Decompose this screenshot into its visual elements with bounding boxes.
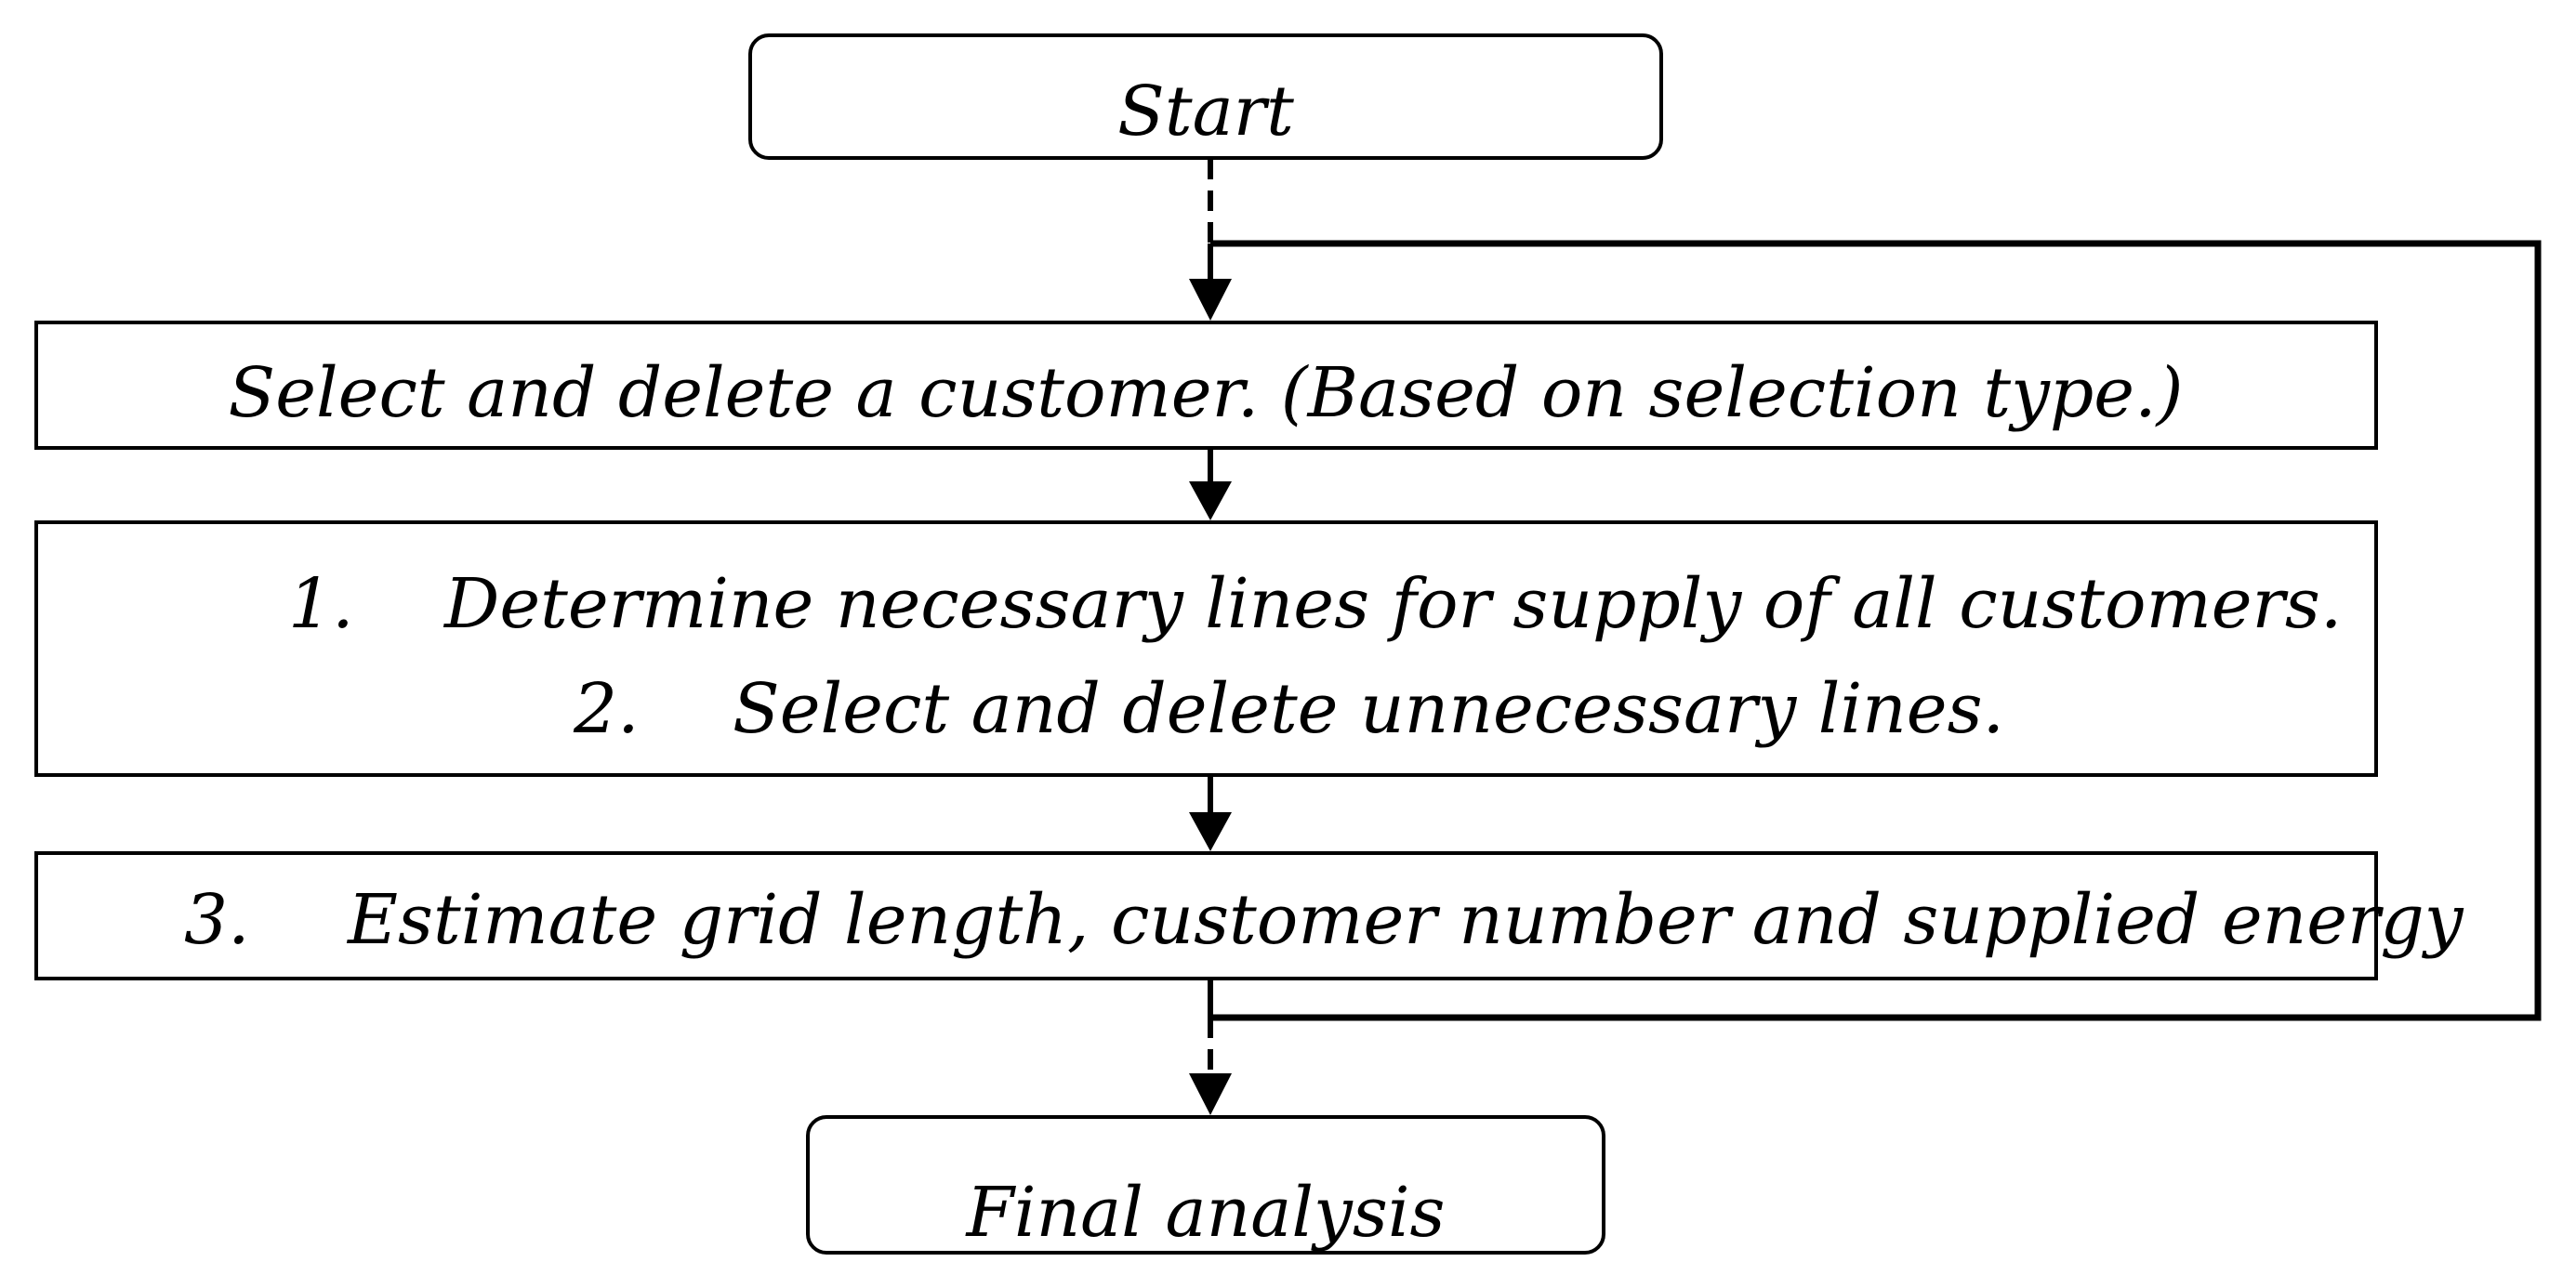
step-2-text: Select and delete unnecessary lines.	[733, 669, 2005, 749]
start-node	[748, 33, 1663, 160]
arrowhead-to-select	[1189, 279, 1232, 321]
arrowhead-to-final	[1189, 1073, 1232, 1115]
final-node	[806, 1115, 1605, 1255]
final-label: Final analysis	[966, 1173, 1446, 1253]
step-2-number: 2.	[574, 669, 640, 749]
estimate-node	[34, 851, 2378, 980]
loop-back-connector	[1210, 240, 2542, 1021]
step-1-number: 1.	[288, 564, 354, 644]
steps-node	[34, 520, 2378, 777]
select-customer-node	[34, 321, 2378, 450]
select-customer-label: Select and delete a customer. (Based on …	[228, 353, 2184, 433]
arrowhead-to-steps	[1189, 481, 1232, 520]
step-1-text: Determine necessary lines for supply of …	[444, 564, 2343, 644]
step-3-number: 3.	[184, 880, 250, 960]
start-label: Start	[1117, 72, 1294, 151]
step-3-text: Estimate grid length, customer number an…	[348, 880, 2464, 960]
arrowhead-to-estimate	[1189, 812, 1232, 851]
